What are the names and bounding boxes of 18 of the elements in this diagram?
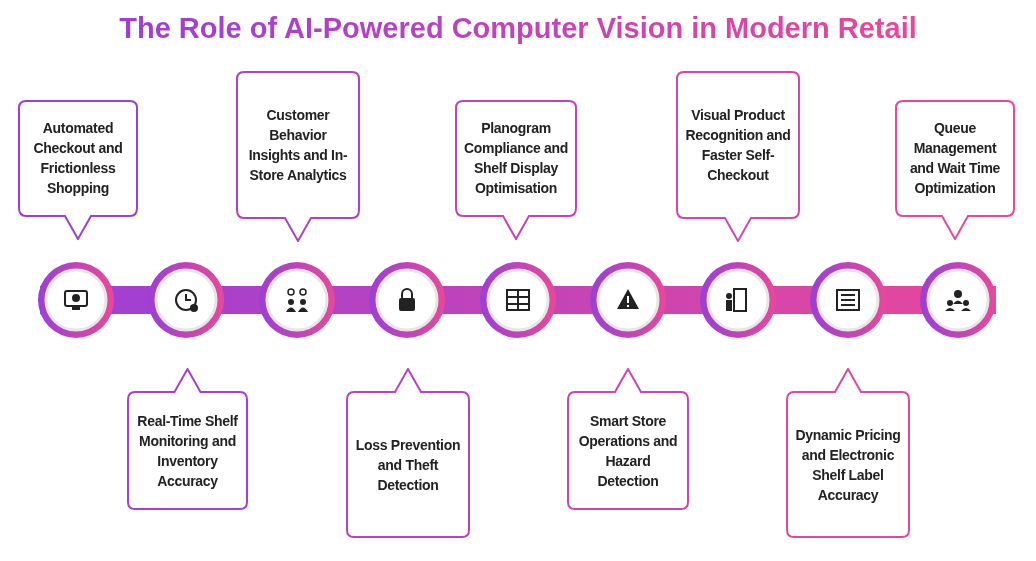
callout-box (567, 368, 689, 510)
callout-text: Real-Time Shelf Monitoring and Inventory Accuracy (136, 412, 239, 491)
callout-box (895, 100, 1015, 240)
callout-box (676, 71, 800, 242)
callout-text: Automated Checkout and Frictionless Shopping (32, 119, 124, 198)
callout-box (786, 368, 910, 538)
callout-text: Loss Prevention and Theft Detection (354, 436, 462, 495)
callout-text: Customer Behavior Insights and In-Store Analytics (247, 105, 349, 185)
callout-text: Smart Store Operations and Hazard Detection (577, 412, 679, 491)
callout-text: Planogram Compliance and Shelf Display Optimisation (463, 119, 569, 198)
callout-box (18, 100, 138, 240)
callout-box (236, 71, 360, 242)
callout-box (127, 368, 248, 510)
callout-box (346, 368, 470, 538)
callout-text: Dynamic Pricing and Electronic Shelf Label Accuracy (794, 426, 902, 505)
callout-text: Queue Management and Wait Time Optimization (908, 119, 1002, 198)
callout-text: Visual Product Recognition and Faster Self-Checkout (684, 105, 792, 185)
callout-box (455, 100, 577, 240)
